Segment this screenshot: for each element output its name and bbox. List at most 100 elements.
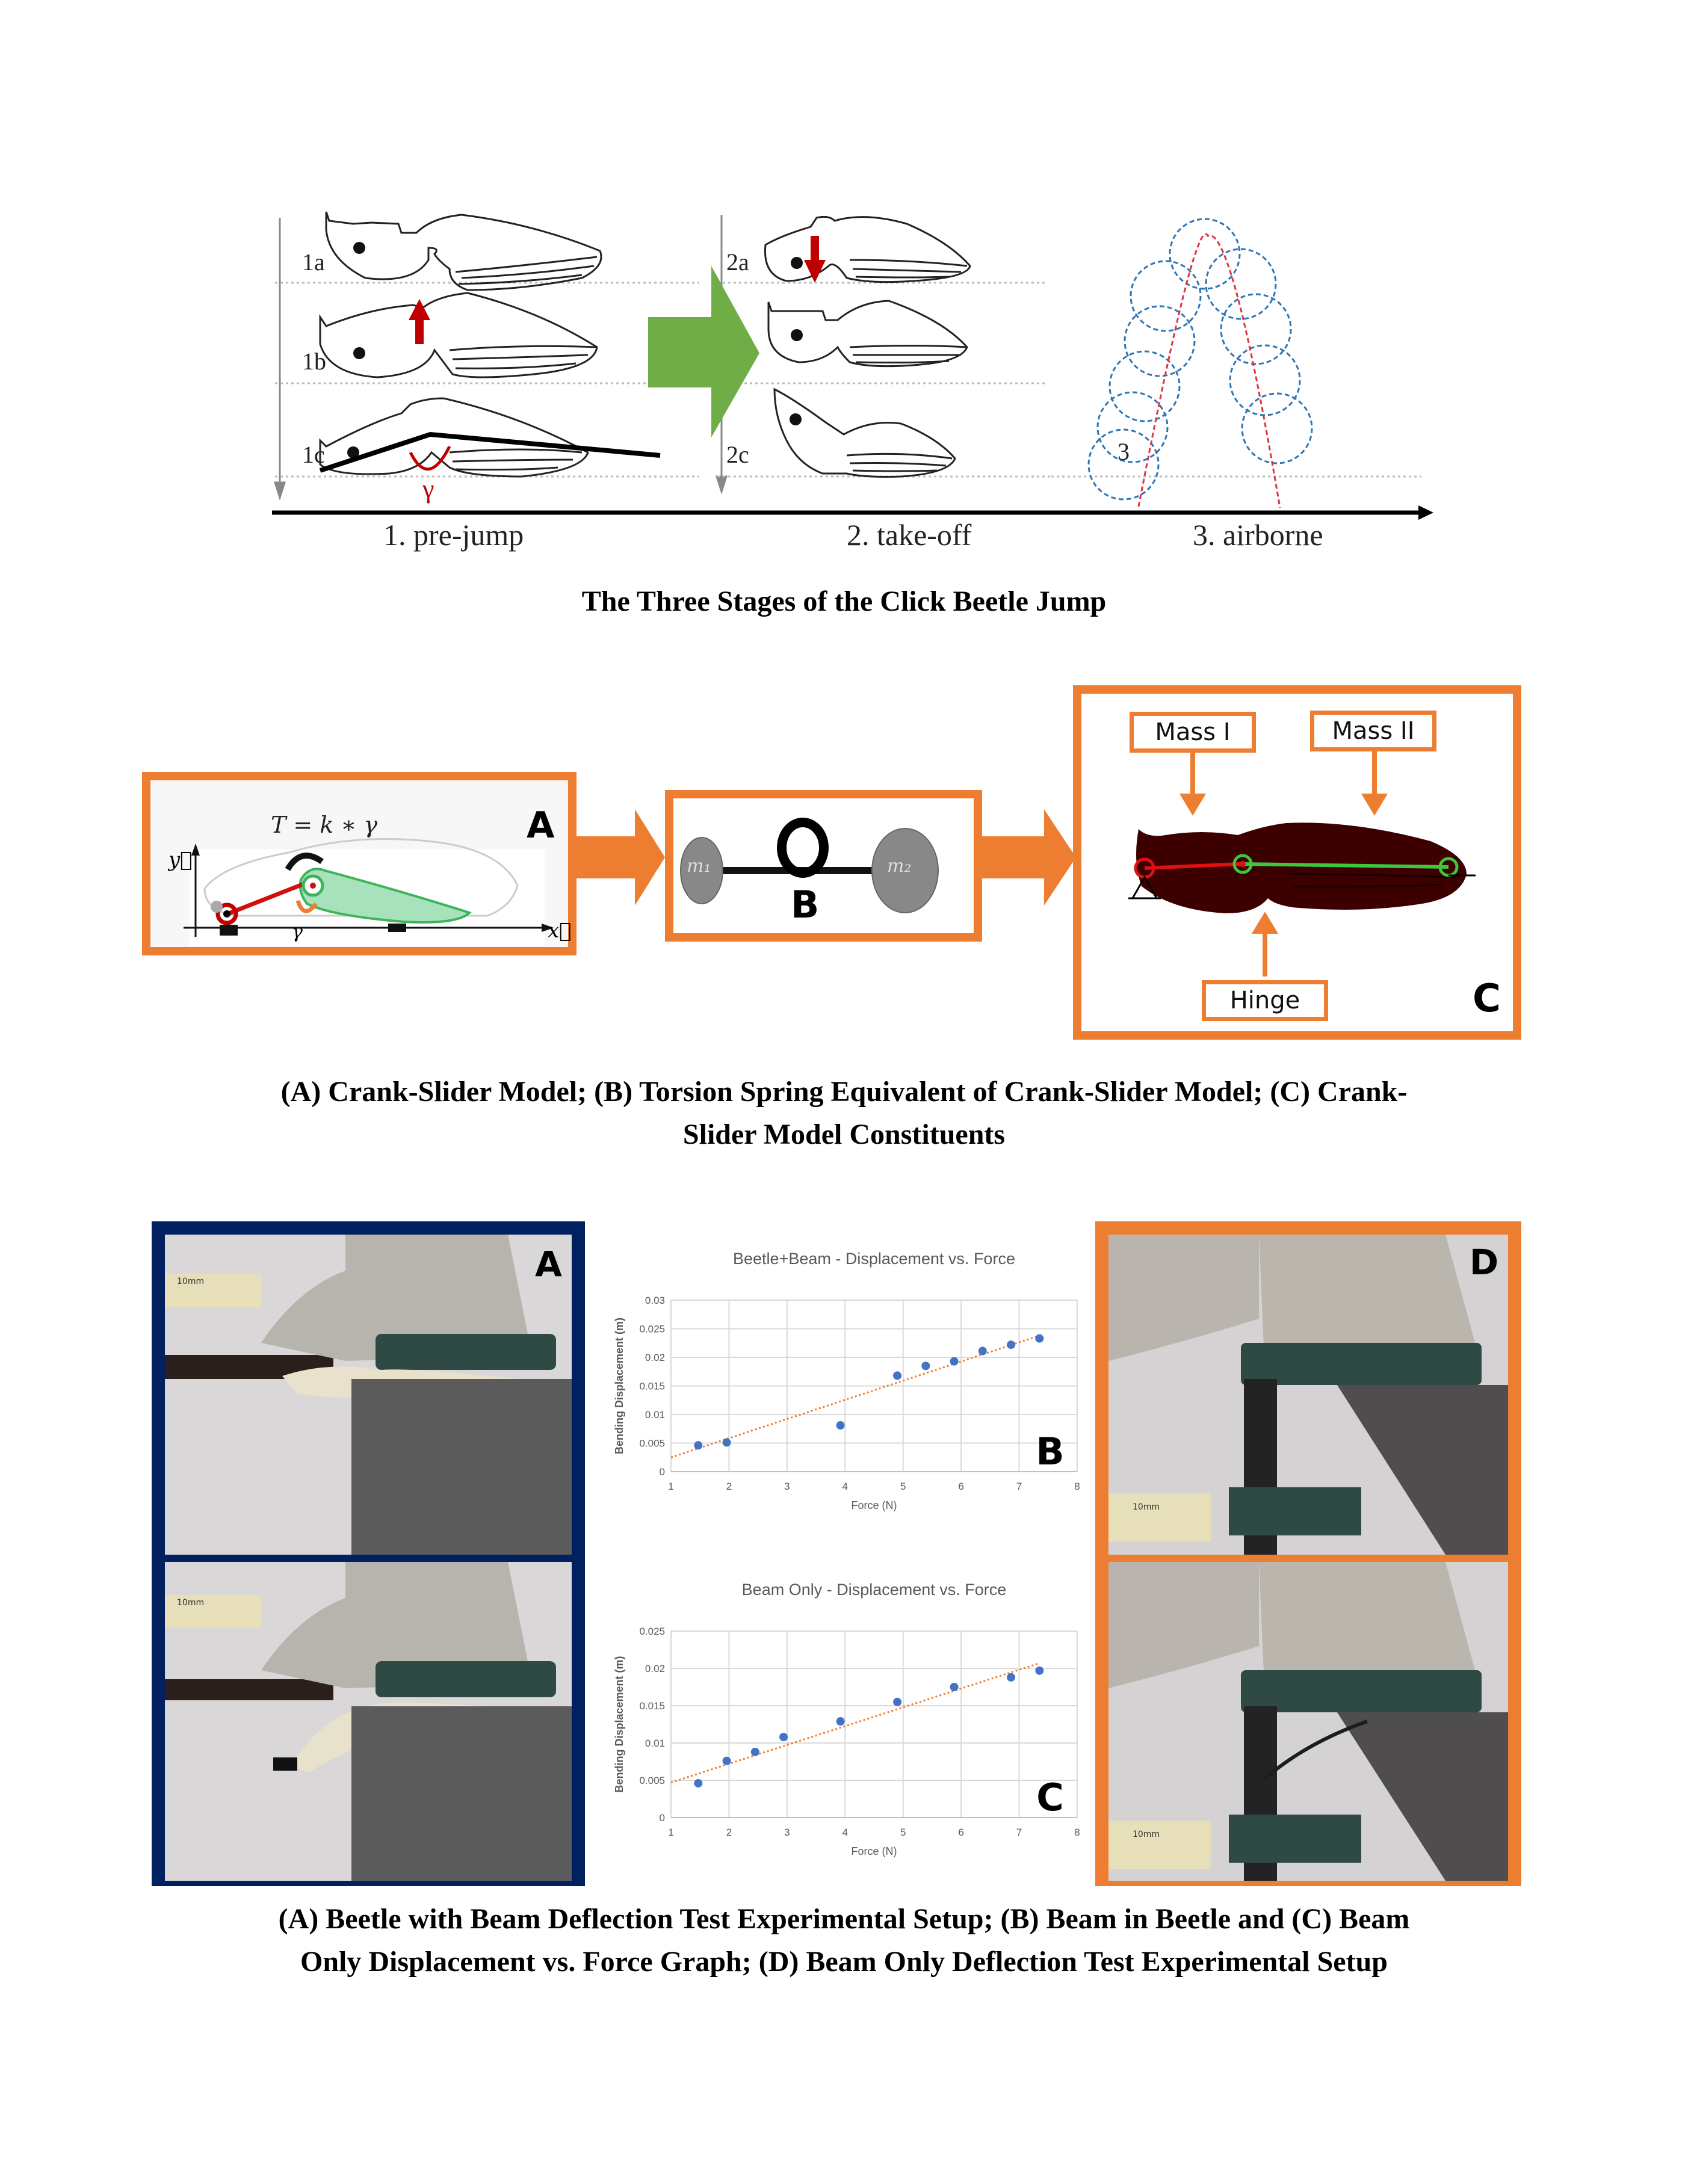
panel-d-photos: 10mm D 10mm <box>1095 1221 1521 1886</box>
beetle-2b <box>767 300 968 368</box>
mass-m1 <box>680 837 723 904</box>
y-tick-label: 0.015 <box>639 1700 665 1712</box>
panel-c-constituents: Mass I Mass II Hinge C <box>1073 685 1521 1040</box>
x-tick-label: 5 <box>900 1827 906 1838</box>
beetle-eye-2c <box>790 413 802 425</box>
data-point <box>694 1778 703 1788</box>
angle-label: γ <box>292 922 303 943</box>
data-point <box>1007 1340 1016 1350</box>
data-point <box>1007 1673 1016 1682</box>
y-tick-label: 0 <box>660 1812 665 1824</box>
transition-arrow-green <box>648 266 759 437</box>
gamma-angle-arc-1c <box>409 445 451 471</box>
beetle-1c <box>319 397 589 478</box>
mass-m2 <box>871 828 939 913</box>
data-point <box>978 1346 987 1356</box>
x-tick-label: 8 <box>1074 1481 1080 1492</box>
ground-contact-icons <box>220 924 406 936</box>
airborne-trajectory <box>1137 233 1281 508</box>
beetle-eye-1a <box>353 242 365 254</box>
x-tick-label: 1 <box>668 1827 673 1838</box>
beetle-constituents-diagram <box>1128 751 1476 976</box>
x-tick-label: 2 <box>726 1827 732 1838</box>
panel-letter-c: C <box>1473 976 1501 1021</box>
chart-b-beetle-beam: Beetle+Beam - Displacement vs. Force 0 0.0… <box>593 1234 1089 1532</box>
y-axis-label: Bending Displacement (m) <box>613 1656 625 1792</box>
spring-arc-orange <box>295 899 318 913</box>
x-tick-label: 5 <box>900 1481 906 1492</box>
beetle-2c <box>773 387 956 478</box>
row-label-2c: 2c <box>726 441 749 468</box>
x-tick-label: 6 <box>958 1481 963 1492</box>
stage-label-takeoff: 2. take-off <box>847 518 972 552</box>
y-axis-label: y⃗ <box>168 848 193 872</box>
stage-label-airborne: 3. airborne <box>1193 518 1323 552</box>
crank-link-red <box>226 881 305 916</box>
figure3-caption-line1: (A) Beetle with Beam Deflection Test Exp… <box>278 1903 1410 1935</box>
y-tick-label: 0.02 <box>645 1663 665 1674</box>
beetle-eye-2a <box>791 257 803 269</box>
flow-arrow-b-to-c <box>981 809 1076 905</box>
data-point <box>893 1371 902 1380</box>
x-tick-label: 7 <box>1016 1481 1022 1492</box>
y-tick-label: 0.03 <box>645 1295 665 1306</box>
data-point <box>836 1421 845 1430</box>
mass-m2-label: m₂ <box>887 856 912 877</box>
photo-beam-only-before: 10mm D <box>1108 1235 1508 1555</box>
y-tick-label: 0.02 <box>645 1352 665 1363</box>
force-arrow-up-1b <box>409 299 430 344</box>
figure1-caption: The Three Stages of the Click Beetle Jum… <box>581 585 1107 617</box>
torsion-spring-coil <box>777 818 829 878</box>
data-point <box>779 1733 788 1742</box>
figure-three-stages: 1a 1b 1c 2a 2c 3 γ 1. pre-jump 2. take-o… <box>269 200 1434 561</box>
y-tick-label: 0.01 <box>645 1738 665 1749</box>
panel-a-crank-slider: T = k ∗ γ y⃗ x⃗ γ A <box>142 772 577 955</box>
figure2-caption-line2: Slider Model Constituents <box>682 1118 1006 1150</box>
beetle-eye-2b <box>791 329 803 341</box>
panel-b-torsion-spring: m₁ m₂ B <box>665 790 982 942</box>
trendline <box>670 1334 1040 1458</box>
photo-beam-only-after: 10mm <box>1108 1562 1508 1881</box>
scale-label-10mm: 10mm <box>177 1277 205 1286</box>
ground-support-icons <box>1128 874 1476 899</box>
hinge-tag: Hinge <box>1202 980 1328 1021</box>
stage-label-prejump: 1. pre-jump <box>383 518 524 552</box>
data-point <box>1035 1666 1044 1675</box>
data-point <box>836 1717 845 1726</box>
photo-beetle-beam-after: 10mm <box>165 1562 572 1881</box>
panel-letter-d: D <box>1470 1242 1499 1283</box>
beetle-1a <box>325 211 602 291</box>
photo-beetle-beam-before: 10mm A <box>165 1235 572 1555</box>
data-point <box>750 1747 759 1756</box>
scale-label-10mm-2: 10mm <box>177 1598 205 1608</box>
panel-letter-a-photo: A <box>535 1244 562 1285</box>
panel-letter-c: C <box>1036 1775 1064 1819</box>
row-label-1a: 1a <box>302 248 325 276</box>
data-point <box>950 1683 959 1691</box>
data-point <box>694 1441 703 1450</box>
crank-slider-diagram <box>184 838 554 946</box>
mass1-tag: Mass I <box>1130 712 1256 753</box>
data-point <box>893 1697 902 1706</box>
chart-background <box>593 1234 1089 1532</box>
crank-joint-red <box>215 902 238 925</box>
timeline-arrow <box>272 505 1433 520</box>
x-tick-label: 4 <box>842 1827 848 1838</box>
figure3-caption-line2: Only Displacement vs. Force Graph; (D) B… <box>300 1946 1388 1978</box>
y-tick-label: 0.025 <box>639 1626 665 1637</box>
data-point <box>722 1438 731 1447</box>
beetle-eye-1b <box>353 347 365 359</box>
x-tick-label: 3 <box>784 1827 790 1838</box>
y-tick-label: 0.005 <box>639 1438 665 1449</box>
flow-arrow-a-to-b <box>575 809 665 905</box>
x-tick-label: 6 <box>958 1827 963 1838</box>
time-arrow-stage1 <box>273 218 286 501</box>
y-tick-label: 0 <box>660 1466 665 1478</box>
y-axis <box>191 844 200 937</box>
panel-letter-b: B <box>791 883 820 927</box>
x-axis <box>184 924 554 932</box>
x-tick-label: 1 <box>668 1481 673 1492</box>
chart-title: Beetle+Beam - Displacement vs. Force <box>733 1250 1015 1268</box>
x-tick-label: 7 <box>1016 1827 1022 1838</box>
